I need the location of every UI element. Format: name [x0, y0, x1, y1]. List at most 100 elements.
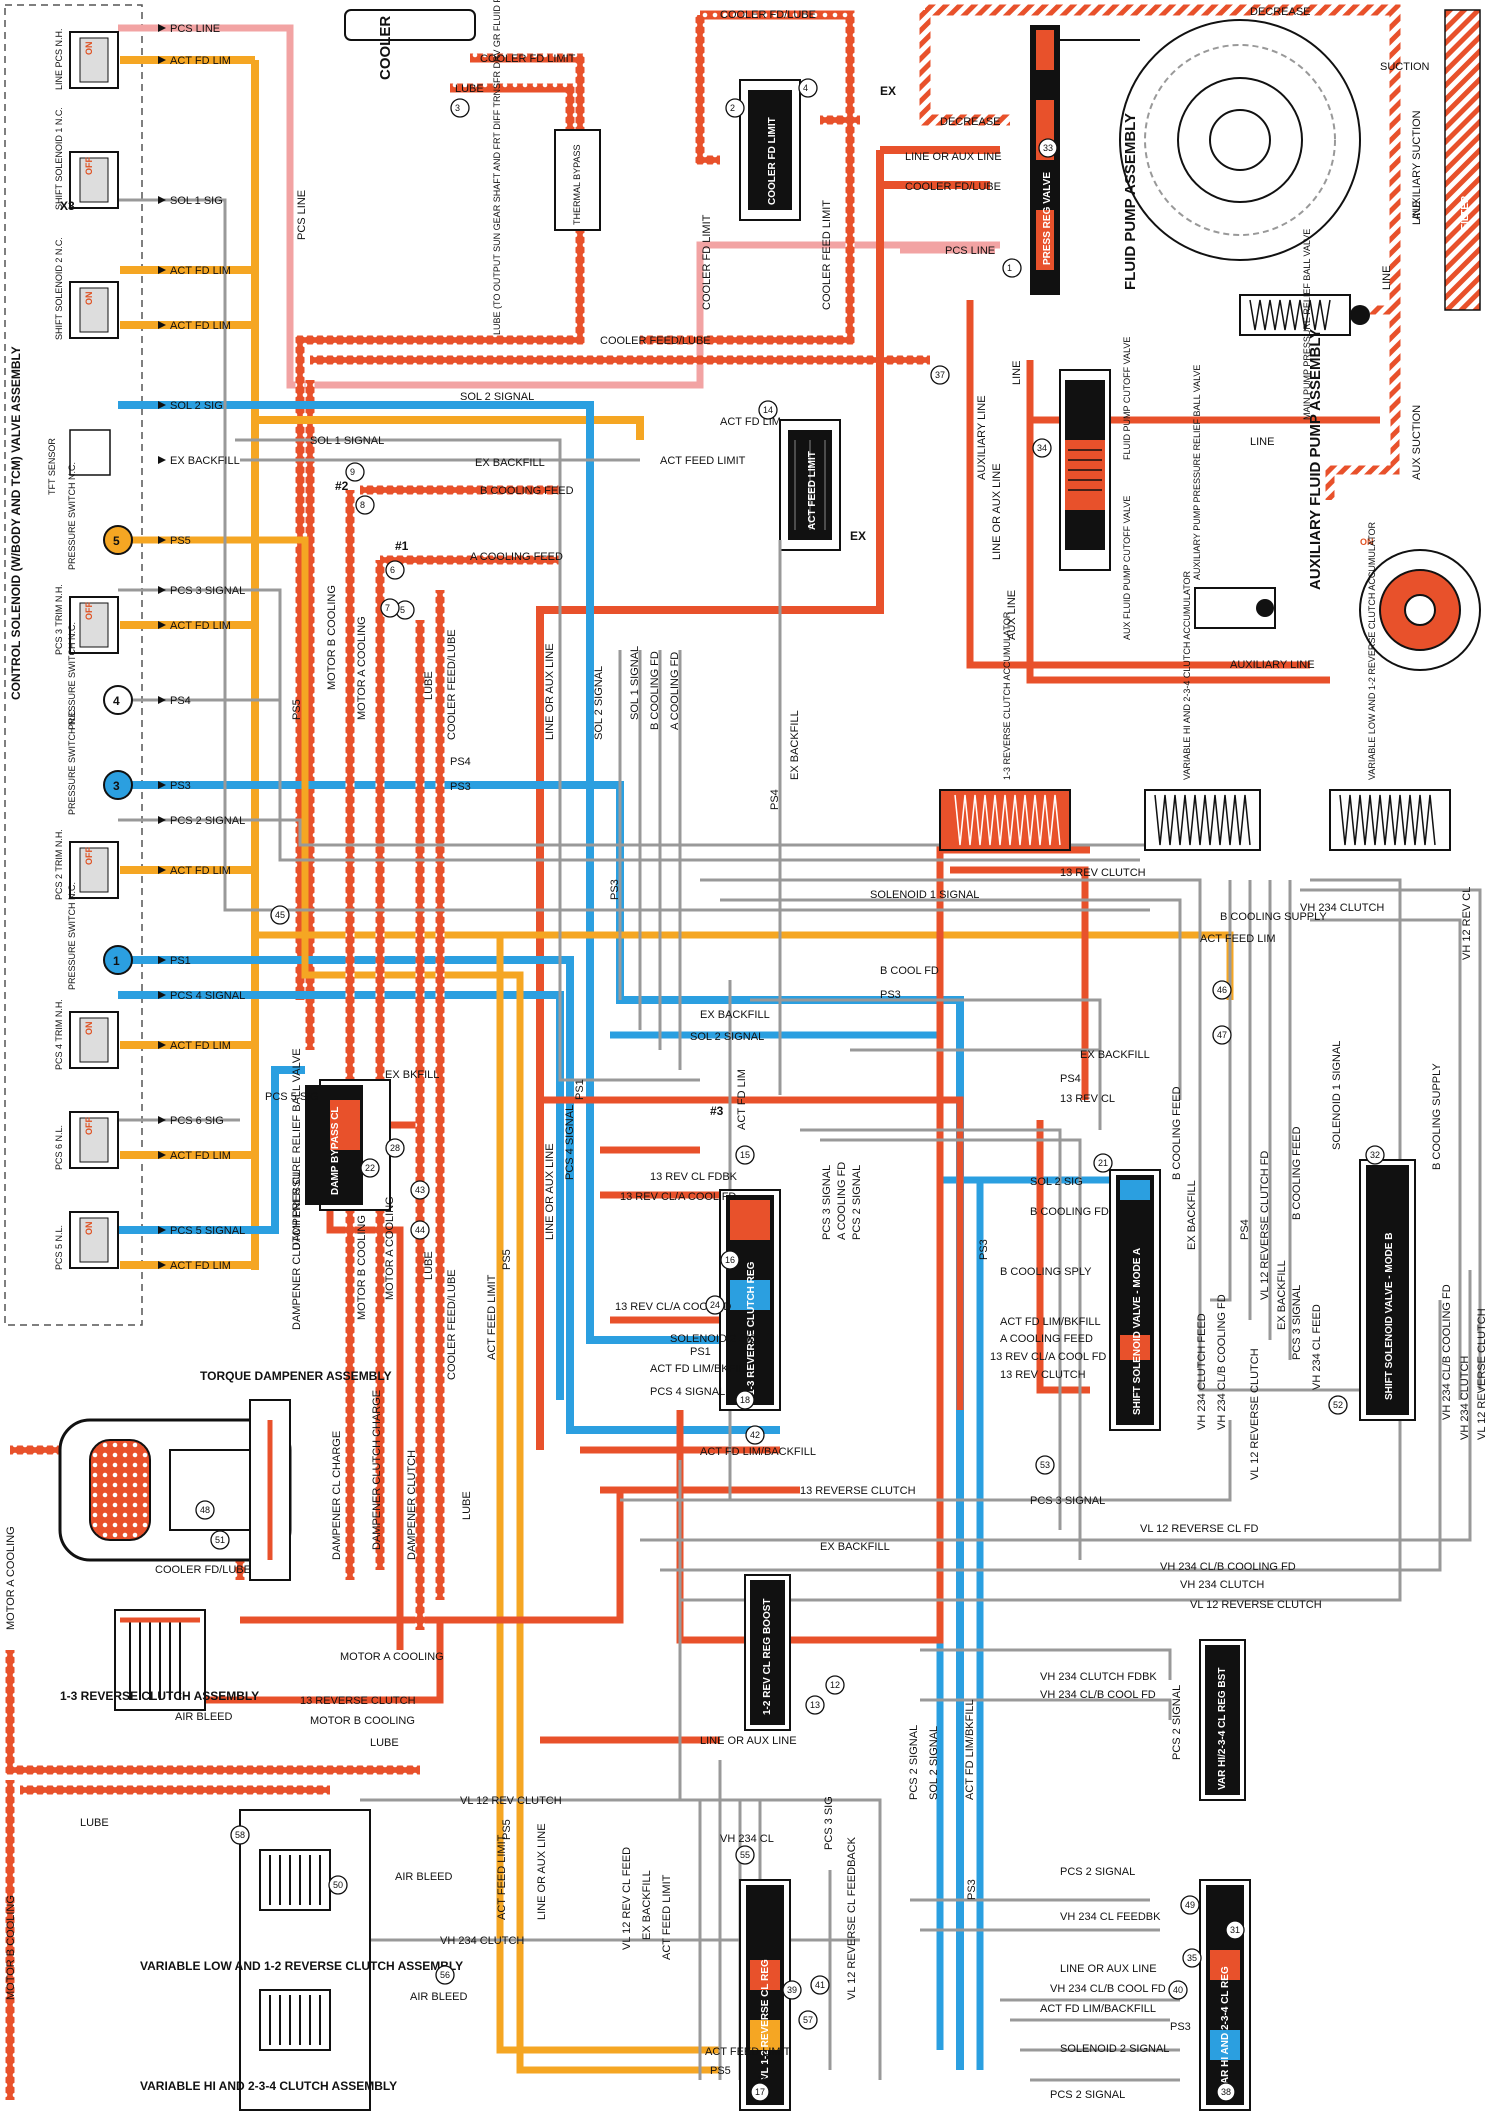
ex-backfill-label: EX BACKFILL [475, 457, 545, 469]
circled-number [1168, 1980, 1188, 2000]
circled-number [345, 462, 365, 482]
aux-relief-label: AUXILIARY PUMP PRESSURE RELIEF BALL VALV… [1192, 365, 1202, 580]
circled-number [1212, 1025, 1232, 1045]
pressure-switch-circle [103, 685, 133, 715]
bottom-label: SOLENOID 2 SIGNAL [1060, 2043, 1169, 2055]
flow-arrow [158, 456, 166, 464]
circled-number [360, 1158, 380, 1178]
vh234-cl-reg-valve[interactable] [1199, 1879, 1251, 2111]
var-hi-boost-valve[interactable] [1199, 1639, 1246, 1801]
circled-number [410, 1180, 430, 1200]
vl12-reverse-cl-reg-valve[interactable] [739, 1879, 791, 2111]
solenoid-label: PRESSURE SWITCH N.C. [67, 622, 77, 730]
circled-number [705, 1295, 725, 1315]
aux-fluid-pump[interactable] [1359, 549, 1481, 671]
torque-dampener-assembly [58, 1399, 292, 1581]
pressure-switch-circle [103, 525, 133, 555]
rev-cl-reg-boost-valve[interactable] [744, 1574, 791, 1731]
circled-number-text: 33 [1043, 143, 1053, 153]
solenoid-assembly-border [4, 4, 143, 1326]
line-label-4: LINE [1011, 361, 1023, 385]
lower-left-label: MOTOR A COOLING [340, 1651, 444, 1663]
mid-line-label: B COOL FD [880, 965, 939, 977]
solenoid-label: PCS 6 N.L. [54, 1125, 64, 1170]
circled-number [720, 1250, 740, 1270]
circled-number [798, 78, 818, 98]
solenoid-state: ON [84, 292, 94, 306]
act-feed-limit-valve[interactable] [779, 419, 841, 551]
left-line-label: SOL 2 SIG [170, 400, 223, 412]
circled-number-text: 18 [740, 1395, 750, 1405]
aux-suction-label: AUXILIARY SUCTION [1411, 110, 1423, 220]
circled-number-text: 50 [333, 1880, 343, 1890]
main-pump-relief-valve[interactable] [1239, 294, 1370, 336]
pressure-switch-circle [103, 945, 133, 975]
lower-left-label: DAMPENER CLUTCH [406, 1450, 418, 1560]
cooler-feed-lube-v: COOLER FEED/LUBE [446, 629, 458, 740]
circled-number-text: 52 [1333, 1400, 1343, 1410]
thermal-bypass [554, 129, 601, 231]
left-line-label: ACT FD LIM [170, 620, 231, 632]
solenoid-coil [79, 37, 109, 83]
circled-number-text: 53 [1040, 1460, 1050, 1470]
solenoid-state: OFF [84, 1117, 94, 1135]
rev-clutch-reg-valve[interactable] [719, 1189, 781, 1411]
line-or-aux-v: LINE OR AUX LINE [544, 643, 556, 740]
act-feed-limit-label: ACT FEED LIMIT [660, 455, 746, 467]
circled-number [745, 1425, 765, 1445]
circled-number [1038, 138, 1058, 158]
aux-pump-assembly-label: AUXILIARY FLUID PUMP ASSEMBLY [1307, 329, 1324, 590]
sol1-signal-v: SOL 1 SIGNAL [629, 646, 641, 720]
left-line-label: PCS 3 SIGNAL [170, 585, 245, 597]
shift-solenoid-valve-a[interactable] [1109, 1169, 1161, 1431]
left-line-label: ACT FD LIM [170, 865, 231, 877]
damp-bypass-cl-valve[interactable] [305, 1079, 391, 1211]
circled-number-text: 46 [1217, 985, 1227, 995]
left-line-label: PCS 5 SIGNAL [170, 1225, 245, 1237]
line-label-2: LINE [1250, 436, 1274, 448]
center-label: 13 REV CL/A COOL FD [615, 1301, 731, 1313]
lower-line-label: PCS 3 SIGNAL [1030, 1495, 1105, 1507]
mid-line-label: 13 REV CLUTCH [1060, 867, 1146, 879]
center-label: VH 234 CL FEED [1311, 1304, 1323, 1390]
center-label: VH 234 CL/B COOLING FD [1216, 1294, 1228, 1430]
circled-number [1032, 438, 1052, 458]
circled-number [1035, 1455, 1055, 1475]
solenoid-coil [79, 847, 109, 893]
lower-line-label: VH 234 CL/B COOLING FD [1160, 1561, 1296, 1573]
pipe-13-reverse-clutch [200, 1486, 800, 1704]
circled-number-text: 2 [730, 103, 735, 113]
circled-number-text: 41 [815, 1980, 825, 1990]
circled-number [805, 1695, 825, 1715]
bottom-label: PCS 3 SIG [823, 1796, 835, 1850]
aux-pump-relief-valve[interactable] [1194, 587, 1276, 629]
center-label: 13 REV CL/A COOL FD [620, 1191, 736, 1203]
circled-number-text: 40 [1173, 1985, 1183, 1995]
press-reg-valve[interactable] [1030, 25, 1060, 295]
center-label: PCS 2 SIGNAL [851, 1165, 863, 1240]
circled-number [810, 1975, 830, 1995]
center-label: A COOLING FD [836, 1162, 848, 1240]
pressure-switch-circle [103, 770, 133, 800]
mid-line-label: EX BACKFILL [1080, 1049, 1150, 1061]
bottom-label: ACT FEED LIMIT [661, 1874, 673, 1960]
marker-label: EX [880, 84, 896, 98]
center-label: PCS 5 SIG [265, 1091, 319, 1103]
fluid-pump-cutoff-valve[interactable] [1059, 369, 1111, 571]
left-line-label: ACT FD LIM [170, 55, 231, 67]
cooler-fd-limit-valve[interactable] [739, 79, 801, 221]
circled-number-text: 6 [390, 565, 395, 575]
left-line-label: PCS 6 SIG [170, 1115, 224, 1127]
circled-number [1182, 1948, 1202, 1968]
bottom-label: PS5 [501, 1819, 513, 1840]
solenoid-bodies [69, 31, 133, 1269]
center-label: SOLENOID 2 SIG [670, 1333, 758, 1345]
circled-number-text: 39 [787, 1985, 797, 1995]
shift-solenoid-valve-b[interactable] [1359, 1159, 1416, 1421]
left-line-label: PS5 [170, 535, 191, 547]
circled-number-text: 13 [810, 1700, 820, 1710]
auxiliary-line2-label: AUXILIARY LINE [1230, 659, 1315, 671]
cooler-fd-limit-label: COOLER FD LIMIT [480, 53, 576, 65]
